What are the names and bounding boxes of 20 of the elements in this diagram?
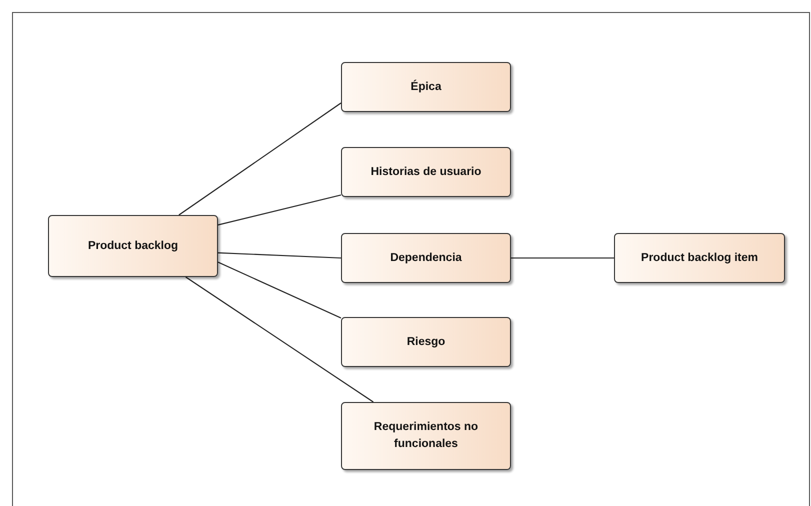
- node-label: Product backlog: [88, 238, 178, 254]
- class-box: [341, 62, 511, 112]
- node-label: Product backlog item: [641, 250, 758, 266]
- connector-line: [185, 276, 374, 402]
- class-box: [341, 402, 511, 470]
- node-label: Riesgo: [406, 334, 446, 350]
- class-box: [48, 215, 218, 277]
- class-box: [614, 233, 785, 283]
- class-box: [341, 233, 511, 283]
- node-label: Dependencia: [390, 250, 462, 266]
- node-label: Historias de usuario: [370, 164, 482, 180]
- connector-line: [511, 257, 614, 259]
- node-label: Épica: [410, 78, 442, 95]
- connector-line: [218, 194, 342, 226]
- class-box: [341, 317, 511, 367]
- connector-line: [178, 102, 342, 216]
- node-label: Requerimientos no funcionales: [372, 420, 480, 452]
- class-box: [341, 147, 511, 197]
- connector-line: [218, 262, 342, 318]
- connector-line: [218, 252, 342, 259]
